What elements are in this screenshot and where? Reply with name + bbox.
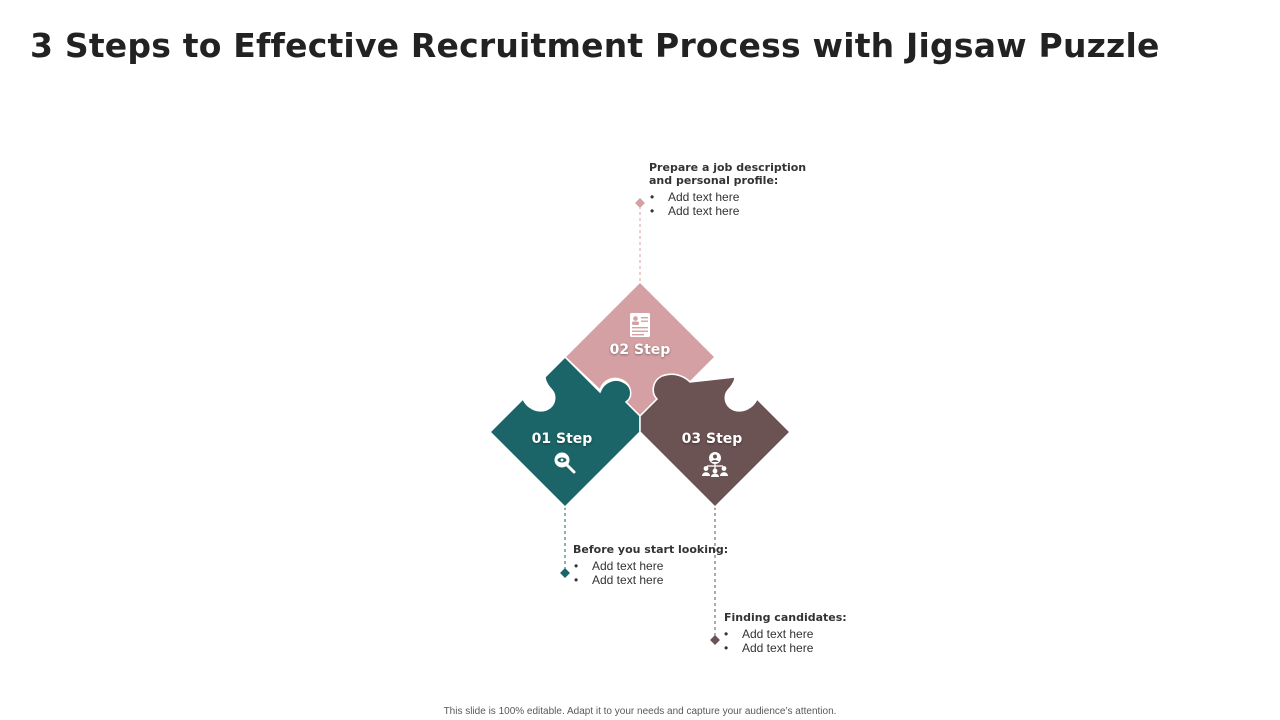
step2-heading-line1: Prepare a job description (649, 161, 807, 174)
puzzle-piece-step3[interactable] (639, 373, 792, 509)
step2-bullet-2: Add text here (650, 204, 739, 218)
footer-note: This slide is 100% editable. Adapt it to… (443, 706, 837, 717)
slide-title: 3 Steps to Effective Recruitment Process… (30, 26, 1160, 65)
step1-bullet-2: Add text here (574, 573, 663, 587)
step2-heading-line2: and personal profile: (649, 174, 779, 187)
step3-bullets: Add text here Add text here (724, 627, 813, 655)
connector-step2 (635, 198, 645, 282)
document-profile-icon (630, 313, 650, 337)
step3-bullet-1: Add text here (724, 627, 813, 641)
step2-bullets: Add text here Add text here (650, 190, 739, 218)
step2-label: 02 Step (609, 342, 671, 358)
puzzle-piece-step1[interactable] (488, 355, 641, 509)
step1-bullet-1: Add text here (574, 559, 663, 573)
step1-heading: Before you start looking: (573, 543, 729, 556)
connector-step3 (710, 507, 720, 645)
search-eye-icon (554, 452, 576, 474)
step3-bullet-2: Add text here (724, 641, 813, 655)
step2-bullet-1: Add text here (650, 190, 739, 204)
step3-label: 03 Step (681, 431, 743, 447)
step2-heading: Prepare a job description and personal p… (649, 161, 806, 187)
step1-label: 01 Step (531, 431, 593, 447)
connector-step1 (560, 507, 570, 578)
step3-heading: Finding candidates: (724, 611, 847, 624)
team-hierarchy-icon (702, 452, 728, 477)
step1-bullets: Add text here Add text here (574, 559, 663, 587)
